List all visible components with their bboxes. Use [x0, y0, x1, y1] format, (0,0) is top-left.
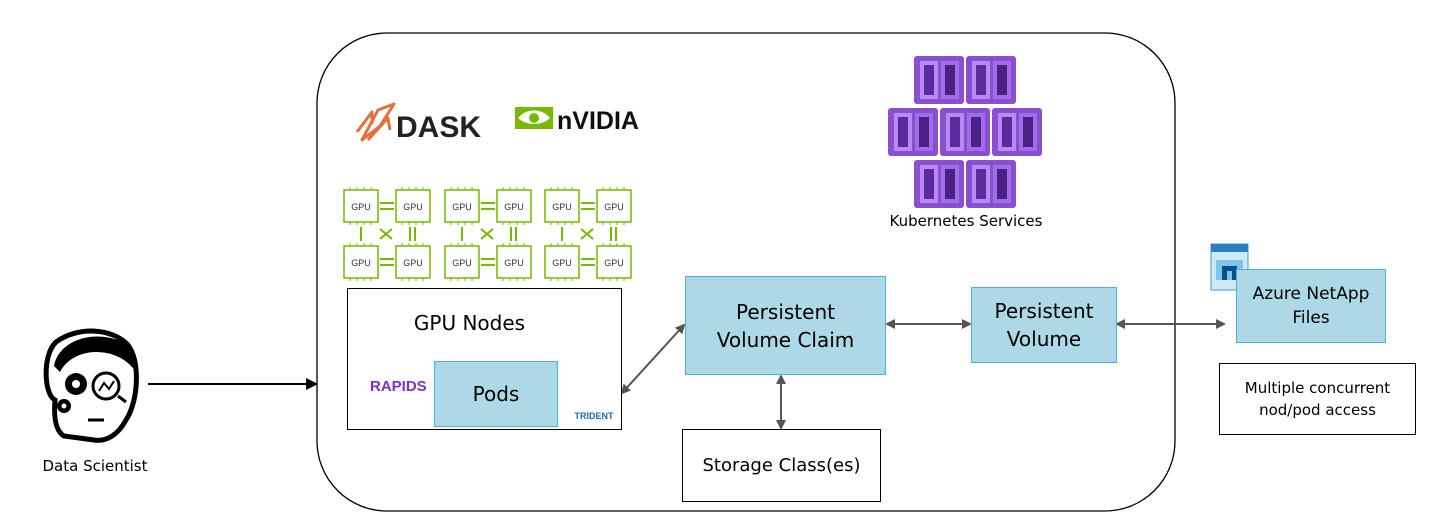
gpu-chip-label: GPU [403, 202, 423, 212]
azure-netapp-files-box[interactable]: Azure NetApp Files [1236, 269, 1386, 343]
rapids-logo-text: RAPIDS [370, 378, 427, 395]
gpu-chip-label: GPU [552, 258, 572, 268]
kubernetes-cube [940, 108, 990, 156]
gpu-chip-icon: GPU [496, 187, 532, 225]
gpu-chip-label: GPU [504, 258, 524, 268]
azure-netapp-files-label: Azure NetApp Files [1252, 284, 1370, 328]
multiple-access-label: Multiple concurrent nod/pod access [1244, 379, 1391, 419]
gpu-cluster: GPU GPU GPU GPU [544, 187, 632, 281]
gpu-clusters: GPU GPU GPU GPU GPU GPU GPU GPU GPU GPU GPU GPU [343, 187, 632, 281]
kubernetes-cube [992, 108, 1042, 156]
persistent-volume-box[interactable]: Persistent Volume [971, 287, 1117, 363]
gpu-chip-icon: GPU [395, 187, 431, 225]
gpu-chip-label: GPU [604, 202, 624, 212]
gpu-chip-label: GPU [604, 258, 624, 268]
pods-label: Pods [472, 382, 520, 406]
dask-logo-icon [355, 102, 396, 142]
pods-box[interactable]: Pods [434, 361, 558, 427]
gpu-nodes-label: GPU Nodes [413, 311, 526, 335]
gpu-chip-icon: GPU [444, 187, 480, 225]
gpu-chip-icon: GPU [496, 243, 532, 281]
cluster-container [316, 32, 1176, 512]
gpu-chip-label: GPU [504, 202, 524, 212]
persistent-volume-claim-label: Persistent Volume Claim [716, 299, 855, 352]
kubernetes-services-label: Kubernetes Services [889, 212, 1043, 230]
gpu-cluster: GPU GPU GPU GPU [444, 187, 532, 281]
gpu-chip-icon: GPU [395, 243, 431, 281]
kubernetes-cube-icon [888, 56, 1042, 208]
kubernetes-cube [966, 160, 1016, 208]
gpu-cluster: GPU GPU GPU GPU [343, 187, 431, 281]
gpu-chip-label: GPU [452, 202, 472, 212]
persistent-volume-claim-box[interactable]: Persistent Volume Claim [685, 276, 886, 375]
gpu-chip-label: GPU [552, 202, 572, 212]
data-scientist-face-icon [43, 328, 139, 443]
trident-logo-text: TRIDENT [574, 411, 614, 421]
nvidia-logo-text: nVIDIA [557, 107, 639, 135]
gpu-chip-icon: GPU [343, 243, 379, 281]
data-scientist-label: Data Scientist [42, 457, 148, 475]
gpu-chip-label: GPU [403, 258, 423, 268]
gpu-chip-icon: GPU [544, 187, 580, 225]
kubernetes-cube [888, 108, 938, 156]
nvidia-eye-icon [515, 107, 553, 129]
gpu-chip-icon: GPU [596, 243, 632, 281]
arrow-trident-pvc [620, 323, 686, 395]
gpu-chip-icon: GPU [444, 243, 480, 281]
persistent-volume-label: Persistent Volume [994, 299, 1094, 351]
dask-logo-text: DASK [396, 111, 481, 144]
kubernetes-cube [966, 56, 1016, 104]
storage-class-label: Storage Class(es) [702, 455, 861, 476]
multiple-access-box: Multiple concurrent nod/pod access [1219, 363, 1416, 435]
gpu-chip-icon: GPU [544, 243, 580, 281]
gpu-chip-label: GPU [351, 202, 371, 212]
kubernetes-cube [914, 56, 964, 104]
gpu-chip-label: GPU [452, 258, 472, 268]
gpu-chip-icon: GPU [596, 187, 632, 225]
gpu-chip-icon: GPU [343, 187, 379, 225]
kubernetes-cube [914, 160, 964, 208]
gpu-chip-label: GPU [351, 258, 371, 268]
storage-class-box[interactable]: Storage Class(es) [682, 429, 881, 502]
